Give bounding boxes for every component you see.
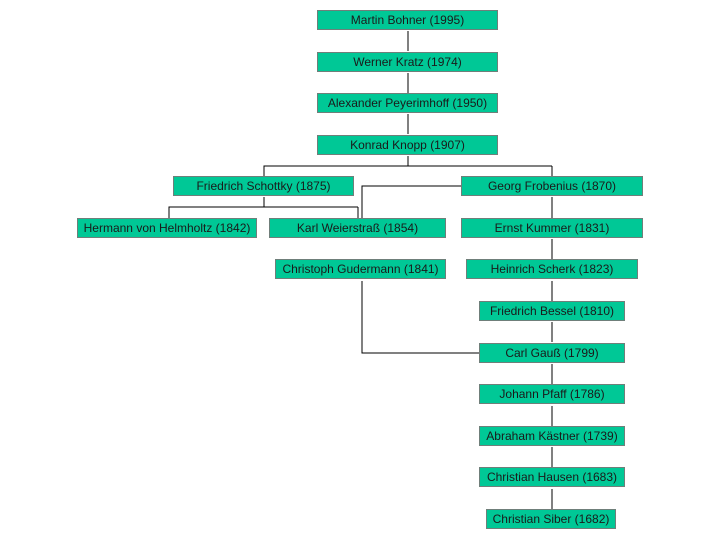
node-ernst-kummer: Ernst Kummer (1831) — [461, 218, 643, 238]
node-christian-hausen: Christian Hausen (1683) — [479, 467, 625, 487]
node-werner-kratz: Werner Kratz (1974) — [317, 52, 498, 72]
node-georg-frobenius: Georg Frobenius (1870) — [461, 176, 643, 196]
node-johann-pfaff: Johann Pfaff (1786) — [479, 384, 625, 404]
node-christoph-gudermann: Christoph Gudermann (1841) — [275, 259, 446, 279]
node-konrad-knopp: Konrad Knopp (1907) — [317, 135, 498, 155]
node-carl-gauss: Carl Gauß (1799) — [479, 343, 625, 363]
node-friedrich-bessel: Friedrich Bessel (1810) — [479, 301, 625, 321]
edge-schottky-helmholtz — [168, 197, 265, 218]
node-heinrich-scherk: Heinrich Scherk (1823) — [466, 259, 638, 279]
node-friedrich-schottky: Friedrich Schottky (1875) — [173, 176, 354, 196]
node-alexander-peyerimhoff: Alexander Peyerimhoff (1950) — [317, 93, 498, 113]
node-martin-bohner: Martin Bohner (1995) — [317, 10, 498, 30]
node-christian-siber: Christian Siber (1682) — [486, 509, 616, 529]
node-hermann-von-helmholtz: Hermann von Helmholtz (1842) — [77, 218, 257, 238]
edge-knopp-advisors — [263, 156, 409, 176]
node-karl-weierstrass: Karl Weierstraß (1854) — [269, 218, 446, 238]
edge-frobenius-weierstrass — [361, 185, 462, 218]
node-abraham-kaestner: Abraham Kästner (1739) — [479, 426, 625, 446]
edge-gudermann-gauss — [361, 281, 479, 354]
